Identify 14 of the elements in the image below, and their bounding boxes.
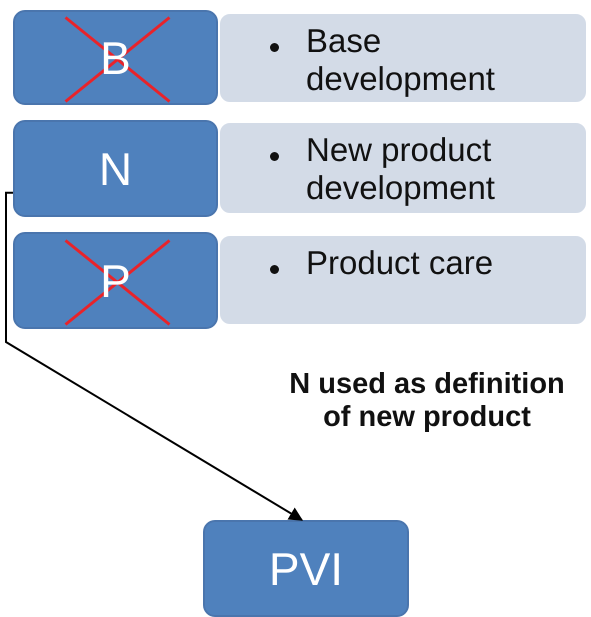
- process-box: [203, 520, 409, 617]
- annotation-text: N used as definition of new product: [288, 368, 566, 434]
- box-label: N: [98, 142, 132, 196]
- bullet-text: New product development: [306, 131, 496, 207]
- box-label: PVI: [268, 542, 344, 596]
- bullet-item-bar: [218, 234, 588, 326]
- bullet-item-bar: [218, 121, 588, 215]
- process-box: [13, 10, 218, 105]
- process-box: [13, 232, 218, 329]
- bullet-text: Base development: [306, 22, 496, 98]
- process-box: [13, 120, 218, 217]
- arrow: [5, 192, 304, 521]
- bullet-item-bar: [218, 12, 588, 104]
- bullet-text: Product care: [306, 244, 494, 282]
